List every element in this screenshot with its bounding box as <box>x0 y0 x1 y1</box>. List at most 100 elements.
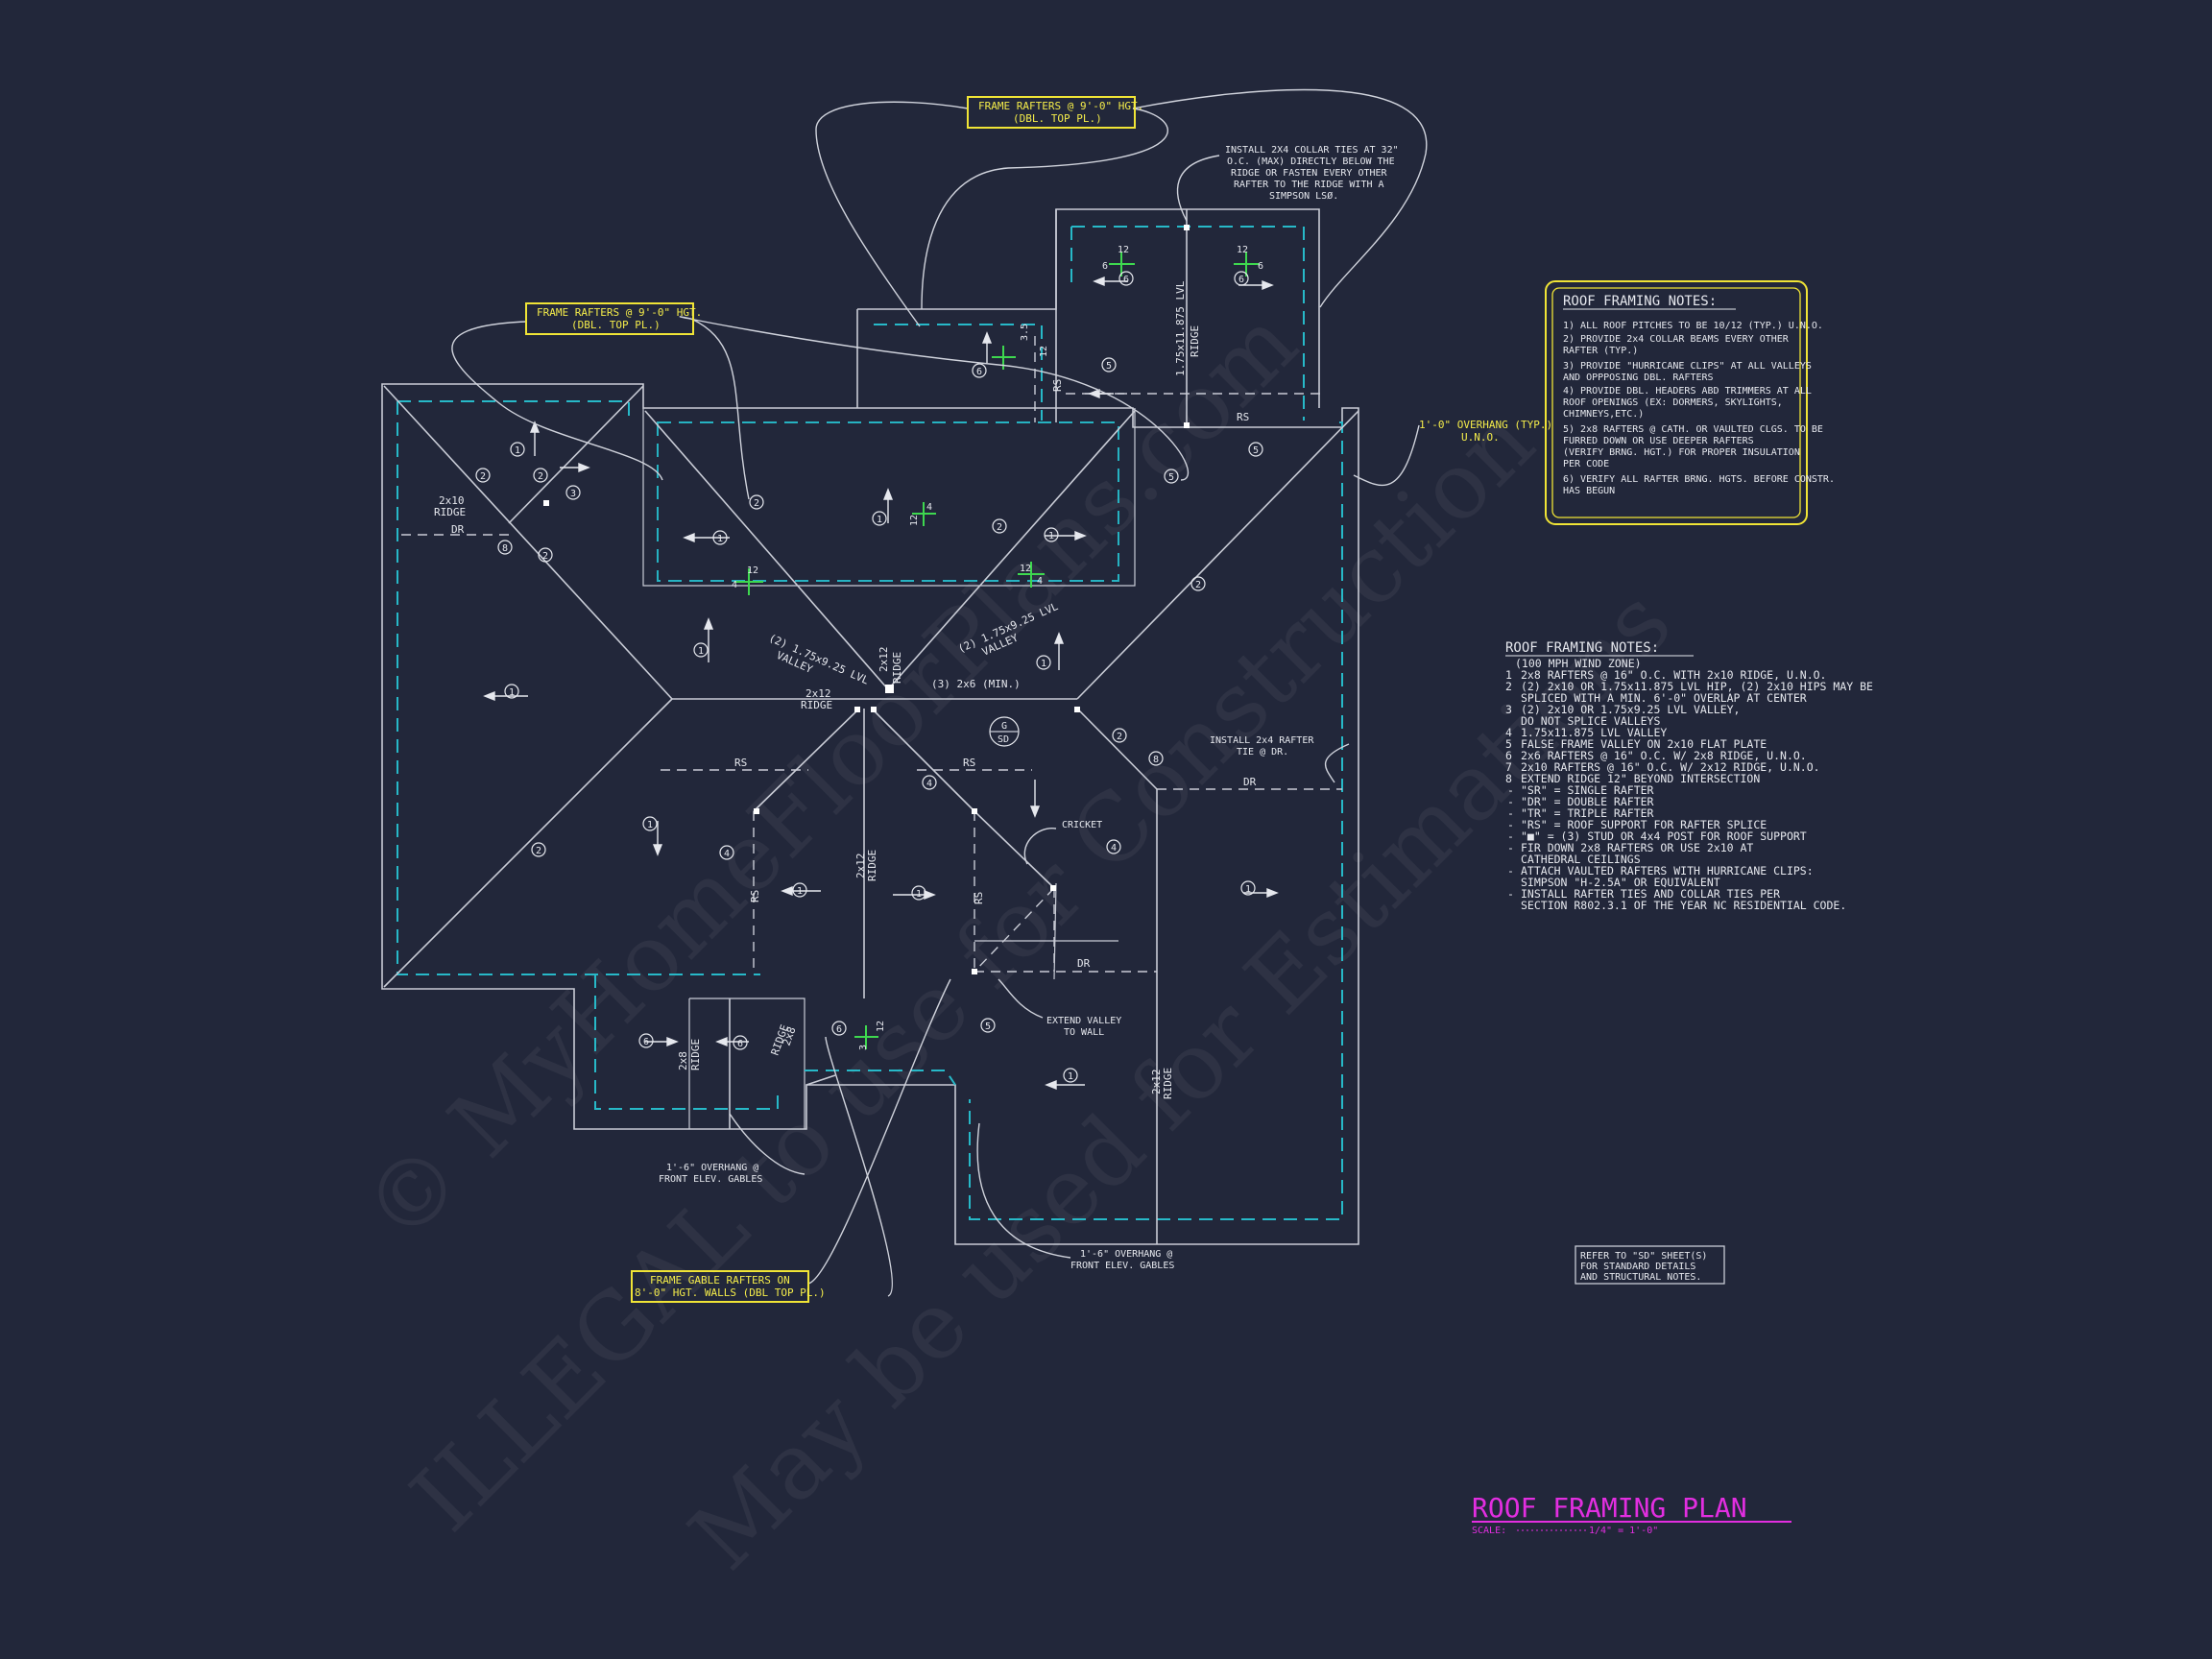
svg-text:2: 2 <box>538 471 543 482</box>
dr-label: DR <box>1077 957 1091 970</box>
svg-text:FRAME RAFTERS @ 9'-0" HGT.: FRAME RAFTERS @ 9'-0" HGT. <box>537 306 702 319</box>
ridge-label: RIDGE <box>689 1039 702 1070</box>
callout-cricket: CRICKET <box>1062 820 1102 830</box>
arrow <box>483 690 528 702</box>
svg-text:1: 1 <box>1041 659 1046 669</box>
svg-text:PER CODE: PER CODE <box>1563 459 1609 469</box>
arrow <box>683 532 730 543</box>
tag: 1 <box>693 642 709 658</box>
arrow <box>1045 1079 1085 1091</box>
callout-collar-ties: INSTALL 2X4 COLLAR TIES AT 32" O.C. (MAX… <box>1225 145 1399 202</box>
svg-text:SECTION R802.3.1 OF THE YEAR N: SECTION R802.3.1 OF THE YEAR NC RESIDENT… <box>1521 899 1846 912</box>
tag: 3 <box>565 485 581 500</box>
svg-text:4: 4 <box>1037 576 1043 587</box>
pitch-marker: 12 4 <box>909 502 936 526</box>
svg-text:-: - <box>1507 887 1514 901</box>
tag: 2 <box>1190 576 1206 591</box>
arrow <box>1093 276 1128 287</box>
tag: 2 <box>475 468 491 483</box>
svg-text:ROOF OPENINGS (EX: DORMERS, SK: ROOF OPENINGS (EX: DORMERS, SKYLIGHTS, <box>1563 397 1783 408</box>
rs-label: RS <box>963 757 975 769</box>
svg-text:-: - <box>1507 806 1514 820</box>
plan-labels: 2x10 RIDGE DR 2x12 RIDGE 2x12 RIDGE 2x12… <box>434 280 1257 1099</box>
arrow <box>1088 388 1114 399</box>
svg-text:1) ALL ROOF PITCHES TO BE 10/: 1) ALL ROOF PITCHES TO BE 10/12 (TYP.) U… <box>1563 321 1823 331</box>
tag: 8 <box>497 540 513 555</box>
ridge-label: RIDGE <box>891 652 903 684</box>
svg-text:AND STRUCTURAL NOTES.: AND STRUCTURAL NOTES. <box>1580 1272 1701 1283</box>
svg-text:1: 1 <box>515 445 520 456</box>
arrow <box>1053 632 1065 670</box>
svg-text:TIE @ DR.: TIE @ DR. <box>1237 747 1288 757</box>
ridge-size: 2x10 <box>439 494 465 507</box>
svg-text:3: 3 <box>858 1045 869 1050</box>
svg-text:O.C. (MAX) DIRECTLY BELOW THE: O.C. (MAX) DIRECTLY BELOW THE <box>1227 156 1395 167</box>
svg-text:"■" = (3) STUD OR 4x4 POST FOR: "■" = (3) STUD OR 4x4 POST FOR ROOF SUPP… <box>1521 830 1807 843</box>
svg-text:4) PROVIDE DBL. HEADERS ABD TR: 4) PROVIDE DBL. HEADERS ABD TRIMMERS AT … <box>1563 386 1812 397</box>
ridge-size: 2x12 <box>1150 1070 1163 1095</box>
tag: 8 <box>1148 751 1164 766</box>
ridge-size: 2x12 <box>854 854 867 879</box>
svg-text:4: 4 <box>1505 726 1512 739</box>
svg-text:12: 12 <box>876 1021 886 1032</box>
svg-text:FRONT ELEV. GABLES: FRONT ELEV. GABLES <box>659 1174 762 1185</box>
svg-text:2: 2 <box>536 846 541 856</box>
scale-label: SCALE: <box>1472 1526 1506 1536</box>
svg-text:6: 6 <box>836 1024 842 1035</box>
callout-frame-rafters-top: FRAME RAFTERS @ 9'-0" HGT. (DBL. TOP PL.… <box>967 96 1143 129</box>
post-marker <box>854 707 860 712</box>
svg-text:TO WALL: TO WALL <box>1064 1027 1104 1038</box>
arrow <box>1045 530 1087 541</box>
framing-lines <box>383 209 1359 1244</box>
svg-text:8: 8 <box>1505 772 1512 785</box>
roof-support-posts <box>543 225 1190 974</box>
svg-text:1: 1 <box>509 687 515 698</box>
tag: 4 <box>719 845 734 860</box>
post-marker <box>754 808 759 814</box>
svg-text:(VERIFY BRNG. HGT.) FOR PROPER: (VERIFY BRNG. HGT.) FOR PROPER INSULATIO… <box>1563 447 1800 458</box>
svg-text:6: 6 <box>737 1039 743 1049</box>
svg-text:6: 6 <box>1123 275 1129 285</box>
svg-text:8'-0" HGT. WALLS (DBL TOP PL.): 8'-0" HGT. WALLS (DBL TOP PL.) <box>635 1286 826 1299</box>
dr-label: DR <box>1243 776 1257 788</box>
svg-text:1: 1 <box>647 820 653 830</box>
svg-text:12: 12 <box>1020 564 1031 574</box>
tag: 1 <box>1240 880 1256 896</box>
ridge-label: RIDGE <box>866 850 878 881</box>
svg-text:AND OPPPOSING DBL. RAFTERS: AND OPPPOSING DBL. RAFTERS <box>1563 373 1714 383</box>
plan-title: ROOF FRAMING PLAN <box>1472 1492 1747 1524</box>
svg-text:8: 8 <box>502 543 508 554</box>
post-marker <box>1184 225 1190 230</box>
tag: 2 <box>992 518 1007 534</box>
ridge-label: RIDGE <box>1162 1068 1174 1099</box>
svg-text:1: 1 <box>877 515 882 525</box>
svg-text:2: 2 <box>1117 732 1122 742</box>
svg-text:6: 6 <box>643 1037 649 1047</box>
post-marker <box>885 685 894 693</box>
pitch-marker: 12 6 <box>1234 245 1263 276</box>
rs-label: RS <box>749 890 761 902</box>
tag: 1 <box>1044 527 1059 542</box>
svg-text:3) PROVIDE "HURRICANE CLIPS" A: 3) PROVIDE "HURRICANE CLIPS" AT ALL VALL… <box>1563 361 1812 372</box>
refer-box: REFER TO "SD" SHEET(S) FOR STANDARD DETA… <box>1575 1245 1725 1285</box>
svg-text:FALSE FRAME VALLEY ON 2x10 FLA: FALSE FRAME VALLEY ON 2x10 FLAT PLATE <box>1521 737 1767 751</box>
tag: 6 <box>1234 271 1249 286</box>
svg-text:ATTACH VAULTED RAFTERS WITH HU: ATTACH VAULTED RAFTERS WITH HURRICANE CL… <box>1521 864 1814 878</box>
pitch-marker: 12 4 <box>1018 562 1045 588</box>
tag: 6 <box>733 1035 748 1050</box>
callout-overhang-typ: 1'-0" OVERHANG (TYP.) U.N.O. <box>1419 419 1552 444</box>
roof-outline <box>381 208 1359 1245</box>
svg-text:5: 5 <box>985 1022 991 1032</box>
rs-label: RS <box>734 757 747 769</box>
ridge-label: RIDGE <box>434 506 466 518</box>
svg-text:1: 1 <box>1245 884 1251 895</box>
scale-value: 1/4" = 1'-0" <box>1589 1526 1658 1536</box>
svg-text:U.N.O.: U.N.O. <box>1461 431 1500 444</box>
callout-overhang-front-left: 1'-6" OVERHANG @ FRONT ELEV. GABLES <box>659 1163 762 1185</box>
arrow <box>882 488 894 523</box>
svg-text:(2) 2x10 OR 1.75x9.25 LVL VALL: (2) 2x10 OR 1.75x9.25 LVL VALLEY, <box>1521 703 1740 716</box>
callout-extend-valley: EXTEND VALLEY TO WALL <box>1046 1016 1121 1038</box>
svg-text:1: 1 <box>1505 668 1512 682</box>
tag: 1 <box>712 530 728 545</box>
